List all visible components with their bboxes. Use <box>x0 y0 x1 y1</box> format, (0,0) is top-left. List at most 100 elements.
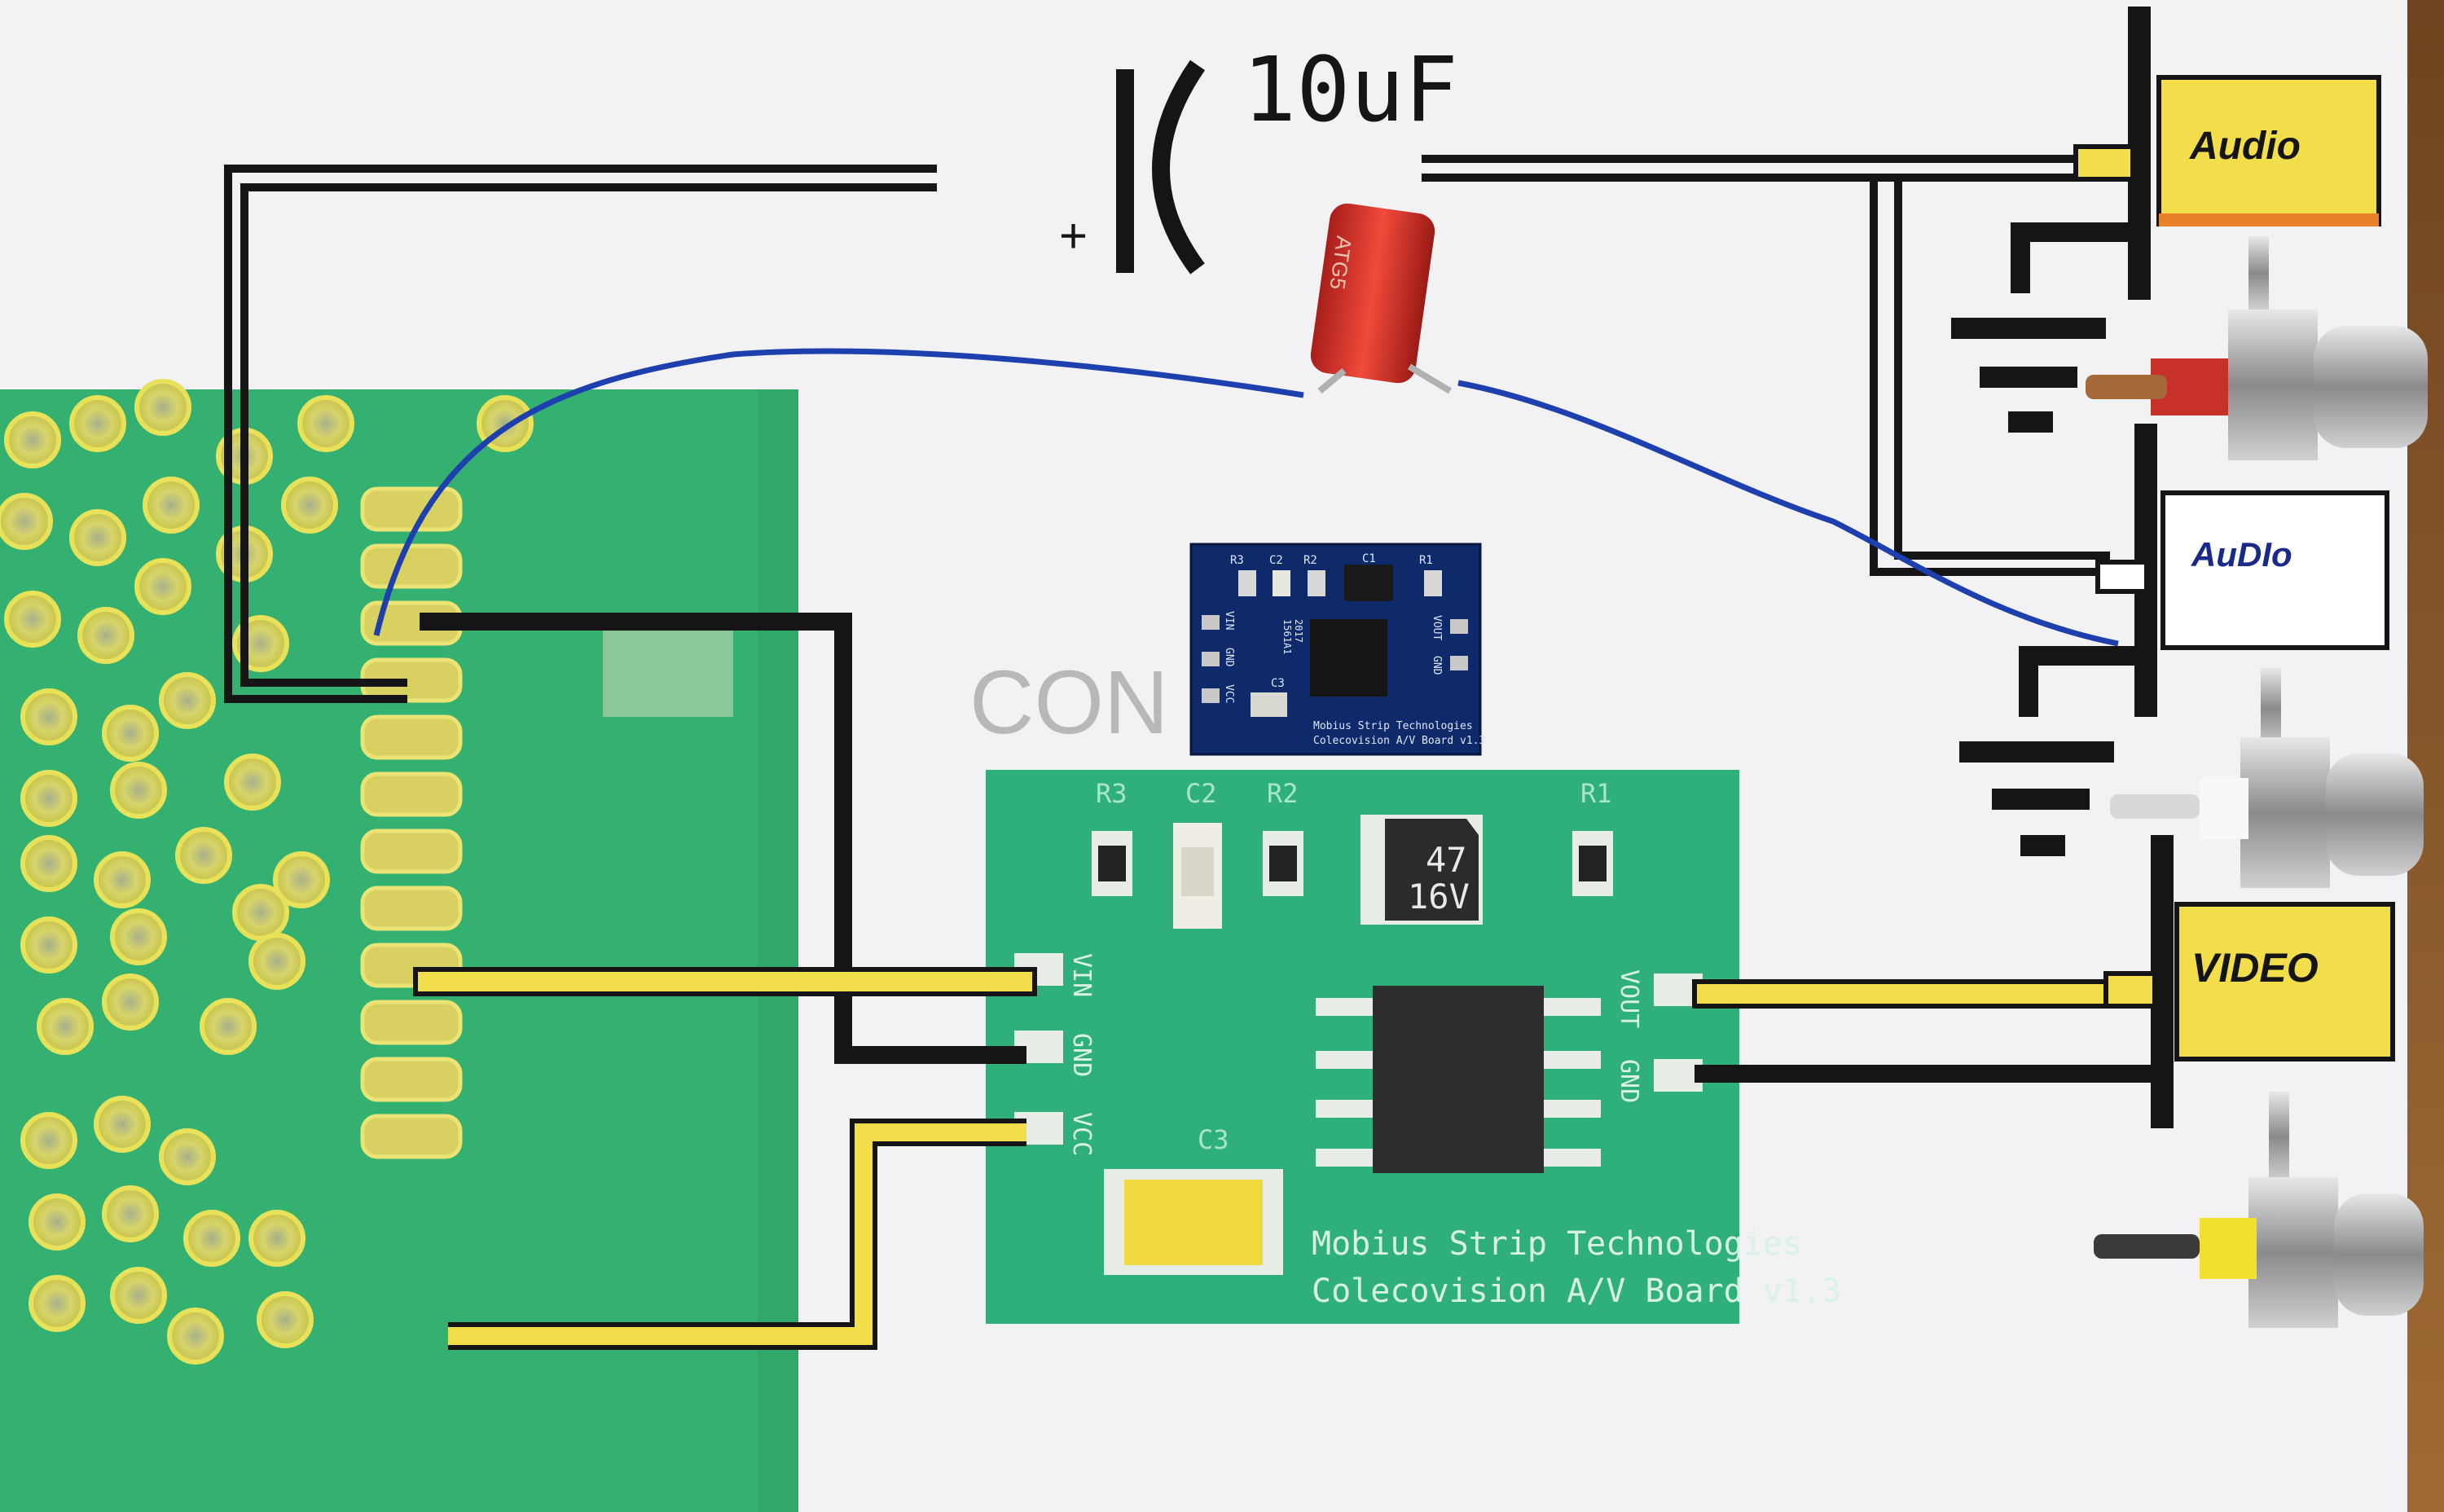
solder-pad <box>134 379 191 436</box>
real-ref-r2: R2 <box>1303 554 1317 567</box>
real-pin-gnd-right: GND <box>1431 656 1443 675</box>
solder-pad <box>110 908 167 965</box>
printed-pin-vcc: VCC <box>1067 1112 1096 1156</box>
solder-pad <box>167 1308 224 1365</box>
header-pad <box>360 543 463 589</box>
real-chip-text-1: 2017 <box>1293 619 1304 643</box>
real-pin-vin: VIN <box>1223 611 1235 630</box>
audio-label-2: AuDIo <box>2191 535 2292 574</box>
solder-pad <box>69 395 126 452</box>
audio-jack-symbol-2: AuDIo <box>1959 424 2389 856</box>
printed-av-board: 47 16V R3 C2 R2 R1 C3 <box>986 770 1841 1324</box>
real-chip-text-2: 1561A1 <box>1281 619 1293 654</box>
header-pad <box>360 829 463 874</box>
solder-pad <box>183 1210 240 1267</box>
solder-pad <box>248 1210 306 1267</box>
header-pad <box>360 714 463 760</box>
real-ref-r1: R1 <box>1419 554 1433 567</box>
solder-pad <box>200 998 257 1055</box>
solder-pad <box>20 835 77 892</box>
real-board-name-2: Colecovision A/V Board v1.3 <box>1313 735 1485 747</box>
real-av-board: R3 C2 R2 C1 R1 C3 VIN GND VCC VOUT GND 2… <box>1189 543 1485 756</box>
printed-ref-r2: R2 <box>1267 778 1299 809</box>
solder-pad <box>232 884 289 941</box>
real-pin-vcc: VCC <box>1223 684 1235 703</box>
console-watermark: CON <box>969 653 1168 753</box>
solder-pad <box>175 827 232 884</box>
header-pad <box>360 486 463 532</box>
rca-jack-yellow <box>2094 1092 2424 1328</box>
printed-r3 <box>1092 831 1132 896</box>
printed-board-name-1: Mobius Strip Technologies <box>1312 1225 1802 1263</box>
solder-pad <box>257 1291 314 1348</box>
header-pad <box>360 886 463 931</box>
solder-pad <box>159 1128 216 1185</box>
real-board-name-1: Mobius Strip Technologies <box>1313 720 1473 732</box>
physical-capacitor: ATG5 <box>1310 203 1453 394</box>
solder-pad <box>77 607 134 664</box>
real-pin-gnd: GND <box>1223 648 1235 667</box>
printed-board-name-2: Colecovision A/V Board v1.3 <box>1312 1272 1841 1310</box>
printed-pin-gnd-right-label: GND <box>1615 1059 1643 1103</box>
solder-pad <box>110 1267 167 1324</box>
header-pad <box>360 1000 463 1045</box>
blue-wire <box>373 348 2119 647</box>
printed-c1: 47 16V <box>1360 815 1483 925</box>
capacitor-value-label: 10uF <box>1242 37 1458 142</box>
printed-ref-c3: C3 <box>1198 1124 1229 1155</box>
printed-ref-r3: R3 <box>1096 778 1127 809</box>
solder-pad <box>159 672 216 729</box>
real-ref-c1: C1 <box>1362 552 1376 565</box>
solder-pad <box>20 688 77 745</box>
solder-pad <box>20 770 77 827</box>
header-pad <box>360 771 463 817</box>
solder-pad <box>102 705 159 762</box>
solder-pad <box>110 762 167 819</box>
solder-pad <box>20 916 77 974</box>
solder-pad <box>29 1193 86 1250</box>
printed-pin-vin: VIN <box>1067 953 1096 997</box>
printed-cap-marking-16v: 16V <box>1408 877 1470 916</box>
header-pad <box>360 1057 463 1102</box>
real-ref-c2: C2 <box>1269 554 1283 567</box>
solder-pad <box>0 493 53 550</box>
solder-pad <box>143 477 200 534</box>
solder-pad <box>4 411 61 468</box>
printed-c2 <box>1173 823 1222 929</box>
capacitor-symbol: + 10uF <box>1059 37 1458 275</box>
printed-c3: C3 <box>1104 1124 1283 1275</box>
real-ref-c3: C3 <box>1271 677 1285 690</box>
printed-ref-r1: R1 <box>1580 778 1612 809</box>
solder-pad <box>20 1112 77 1169</box>
solder-pad <box>297 395 354 452</box>
audio-jack-symbol-1: Audio <box>1951 7 2381 433</box>
real-ref-r3: R3 <box>1230 554 1244 567</box>
video-jack-symbol: VIDEO <box>2103 835 2395 1128</box>
solder-pad <box>37 998 94 1055</box>
solder-pad <box>102 1185 159 1242</box>
printed-ref-c2: C2 <box>1185 778 1217 809</box>
printed-pin-gnd: GND <box>1067 1033 1096 1077</box>
solder-pad <box>281 477 338 534</box>
solder-pad <box>102 974 159 1031</box>
solder-pad <box>248 933 306 990</box>
video-label: VIDEO <box>2191 945 2319 991</box>
real-pin-vout: VOUT <box>1431 615 1443 640</box>
printed-r2 <box>1263 831 1303 896</box>
solder-pad <box>134 558 191 615</box>
rca-jack-white <box>2110 668 2424 888</box>
header-pad <box>360 1114 463 1159</box>
solder-pad <box>94 851 151 908</box>
solder-pad <box>94 1096 151 1153</box>
printed-ic <box>1316 986 1601 1173</box>
solder-pad <box>224 754 281 811</box>
solder-pad <box>69 509 126 566</box>
solder-pad <box>4 591 61 648</box>
solder-pad <box>273 851 330 908</box>
schematic-traces <box>224 155 2159 1350</box>
rca-jack-red <box>2086 236 2428 460</box>
capacitor-polarity: + <box>1059 209 1088 263</box>
printed-pin-vout: VOUT <box>1615 969 1643 1028</box>
solder-pad <box>29 1275 86 1332</box>
